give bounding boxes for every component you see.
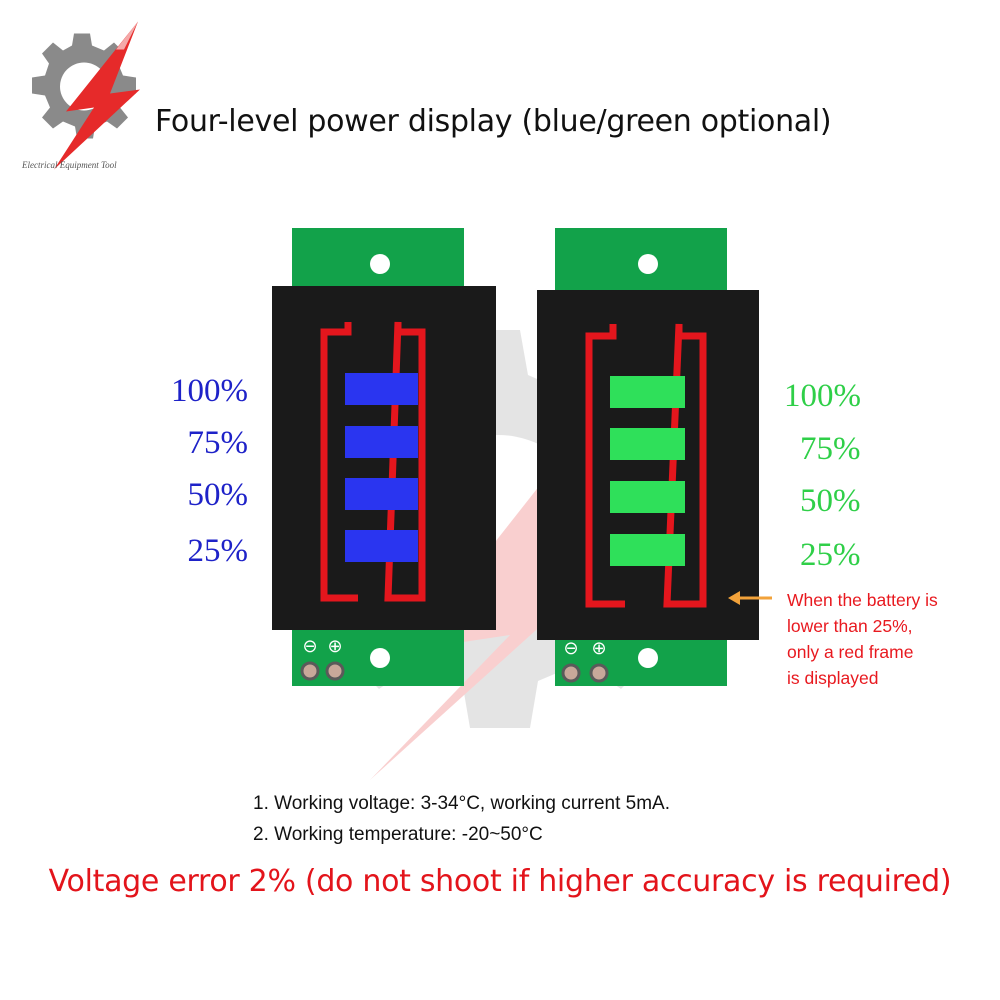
note-line: When the battery is <box>787 590 938 610</box>
level-segment-25 <box>610 534 685 566</box>
spec-working-voltage: 1. Working voltage: 3-34°C, working curr… <box>253 793 670 814</box>
terminal-plus-label: ⊕ <box>591 638 606 659</box>
level-segment-75 <box>345 426 418 458</box>
spec-working-temperature: 2. Working temperature: -20~50°C <box>253 824 543 845</box>
page-title: Four-level power display (blue/green opt… <box>155 104 832 139</box>
blue-level-label-50: 50% <box>187 477 249 513</box>
level-segment-100 <box>610 376 685 408</box>
green-level-label-100: 100% <box>784 378 861 414</box>
blue-level-label-25: 25% <box>187 533 249 569</box>
spec-list: 1. Working voltage: 3-34°C, working curr… <box>253 788 670 850</box>
green-level-label-50: 50% <box>800 483 861 519</box>
level-segment-25 <box>345 530 418 562</box>
terminal-minus-label: ⊖ <box>302 636 317 657</box>
level-segment-50 <box>345 478 418 510</box>
gear-lightning-logo-icon <box>32 21 140 170</box>
battery-frame <box>585 323 707 608</box>
level-segment-100 <box>345 373 418 405</box>
green-level-label-75: 75% <box>800 431 861 467</box>
lcd-panel <box>537 290 759 640</box>
terminal-plus-label: ⊕ <box>327 636 342 657</box>
terminal-minus-label: ⊖ <box>563 638 578 659</box>
low-battery-note: When the battery is lower than 25%, only… <box>787 587 987 691</box>
battery-frame <box>320 321 426 602</box>
green-level-label-25: 25% <box>800 537 861 573</box>
level-segment-50 <box>610 481 685 513</box>
note-line: lower than 25%, <box>787 616 913 636</box>
battery-module-blue: ⊖ ⊕ <box>272 228 496 686</box>
blue-level-label-100: 100% <box>171 373 248 409</box>
voltage-error-warning: Voltage error 2% (do not shoot if higher… <box>48 864 952 899</box>
brand-name: Electrical Equipment Tool <box>22 160 117 170</box>
battery-module-green: ⊖ ⊕ <box>537 228 759 686</box>
note-line: is displayed <box>787 668 879 688</box>
note-line: only a red frame <box>787 642 914 662</box>
blue-level-label-75: 75% <box>187 425 249 461</box>
level-segment-75 <box>610 428 685 460</box>
left-arrow-icon <box>728 591 772 605</box>
